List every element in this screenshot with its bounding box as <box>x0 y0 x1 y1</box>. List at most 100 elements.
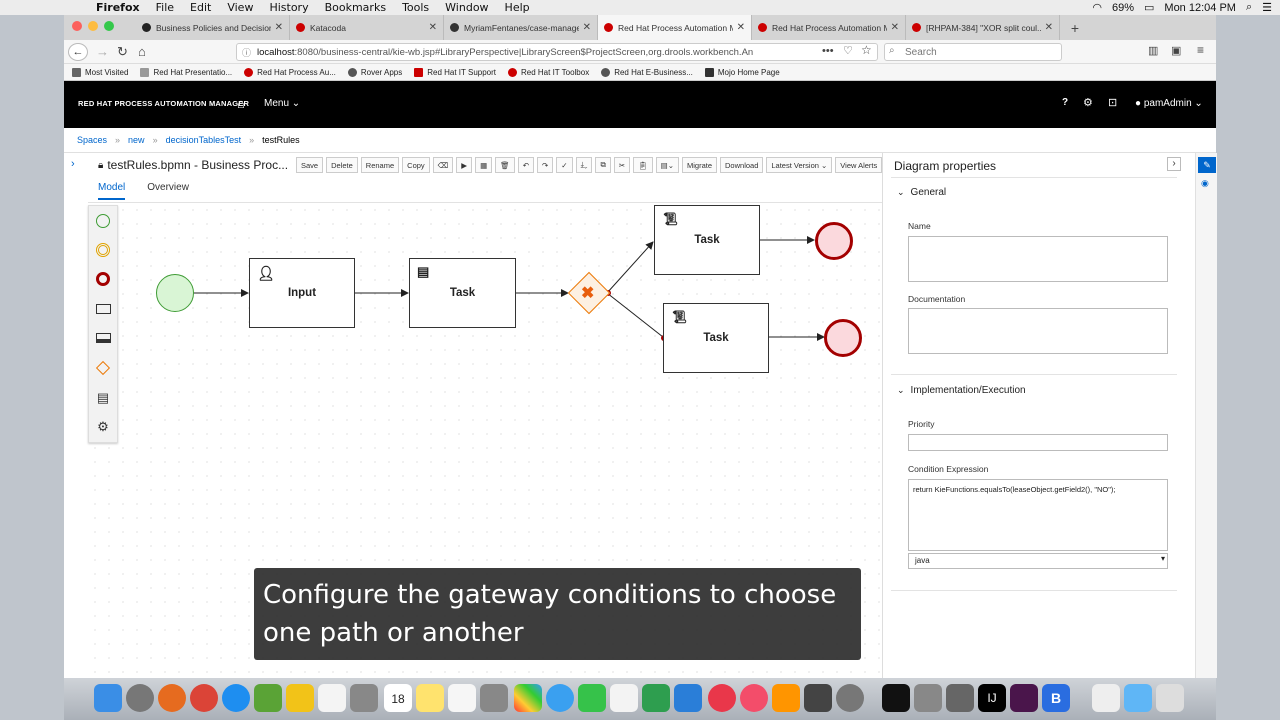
bookmark-item[interactable]: Most Visited <box>72 67 128 77</box>
app-icon[interactable] <box>946 684 974 712</box>
app-icon[interactable] <box>804 684 832 712</box>
close-tab-icon[interactable]: ✕ <box>582 22 591 33</box>
menu-help[interactable]: Help <box>504 1 530 14</box>
palette-start-event-icon[interactable] <box>89 206 117 235</box>
spotlight-icon[interactable]: ⌕ <box>1245 1 1253 13</box>
menu-file[interactable]: File <box>155 1 175 14</box>
palette-subprocess-icon[interactable] <box>89 323 117 352</box>
keynote-icon[interactable] <box>674 684 702 712</box>
bookmark-star-icon[interactable]: ☆ <box>861 43 872 57</box>
menu-view[interactable]: View <box>227 1 254 14</box>
eraser-icon[interactable]: ⌫ <box>432 157 454 173</box>
home-icon[interactable]: ⌂ <box>138 44 146 59</box>
facetime-icon[interactable] <box>578 684 606 712</box>
pocket-icon[interactable]: ♡ <box>843 45 853 57</box>
app-icon[interactable] <box>914 684 942 712</box>
launchpad-icon[interactable] <box>126 684 154 712</box>
copy-button[interactable]: Copy <box>402 157 430 173</box>
forward-icon[interactable]: → <box>96 44 109 59</box>
palette-custom-tasks-icon[interactable]: ⚙ <box>97 418 109 434</box>
browser-tab-active[interactable]: Red Hat Process Automation M...✕ <box>598 15 752 40</box>
notification-center-icon[interactable]: ☰ <box>1262 2 1272 14</box>
paste-icon[interactable]: 📋︎ <box>633 157 653 173</box>
palette-task-icon[interactable] <box>89 294 117 323</box>
main-menu[interactable]: Menu ⌄ <box>264 98 300 109</box>
sequence-flow-upper[interactable] <box>606 241 654 294</box>
gear-icon[interactable]: ⚙ <box>1083 97 1093 109</box>
section-implementation-header[interactable]: ⌄Implementation/Execution <box>897 385 1026 396</box>
chrome-icon[interactable] <box>190 684 218 712</box>
browser-tab[interactable]: Business Policies and Decision...✕ <box>136 15 290 40</box>
menu-bookmarks[interactable]: Bookmarks <box>324 1 387 14</box>
grid-icon[interactable]: ▦ <box>475 157 493 173</box>
briefcase-icon[interactable]: ⊡ <box>1108 97 1118 109</box>
palette-end-event-icon[interactable] <box>89 264 117 293</box>
app-icon[interactable]: B <box>1042 684 1070 712</box>
layout-dropdown-icon[interactable]: ▤⌄ <box>655 157 679 173</box>
name-field[interactable] <box>908 236 1168 282</box>
copy-icon[interactable]: ⧉ <box>595 157 611 173</box>
breadcrumb-space[interactable]: new <box>128 135 145 145</box>
slack-icon[interactable] <box>1010 684 1038 712</box>
books-icon[interactable] <box>772 684 800 712</box>
download-button[interactable]: Download <box>720 157 764 173</box>
breadcrumb-project[interactable]: decisionTablesTest <box>165 135 242 145</box>
minimize-window-icon[interactable] <box>88 21 98 31</box>
expand-explorer-icon[interactable]: › <box>71 158 75 170</box>
music-icon[interactable] <box>740 684 768 712</box>
battery-icon[interactable]: ▭ <box>1144 2 1155 14</box>
documents-icon[interactable] <box>1092 684 1120 712</box>
close-tab-icon[interactable]: ✕ <box>428 22 437 33</box>
start-event[interactable] <box>156 274 194 312</box>
menu-tools[interactable]: Tools <box>402 1 430 14</box>
home-icon[interactable]: ⌂ <box>237 96 245 111</box>
bookmark-item[interactable]: Red Hat E-Business... <box>601 67 693 77</box>
undo-icon[interactable]: ↶ <box>517 157 534 173</box>
rename-button[interactable]: Rename <box>360 157 400 173</box>
section-general-header[interactable]: ⌄General <box>897 187 946 198</box>
library-icon[interactable]: ▥ <box>1148 45 1159 57</box>
trash-icon[interactable] <box>1156 684 1184 712</box>
sidebar-icon[interactable]: ▣ <box>1171 45 1182 57</box>
browser-tab[interactable]: [RHPAM-384] "XOR split coul...✕ <box>906 15 1060 40</box>
bookmark-item[interactable]: Red Hat IT Support <box>414 67 496 77</box>
app-icon[interactable] <box>350 684 378 712</box>
folder-icon[interactable] <box>1124 684 1152 712</box>
close-tab-icon[interactable]: ✕ <box>1044 22 1053 33</box>
app-brand[interactable]: RED HAT PROCESS AUTOMATION MANAGER <box>78 99 250 108</box>
battery-percent[interactable]: 69% <box>1111 1 1134 14</box>
photos-icon[interactable] <box>514 684 542 712</box>
bookmark-item[interactable]: Rover Apps <box>347 67 402 77</box>
script-task-upper[interactable]: 📜︎ Task <box>654 205 760 275</box>
textedit-icon[interactable] <box>318 684 346 712</box>
priority-field[interactable] <box>908 434 1168 451</box>
play-icon[interactable]: ▶ <box>456 157 473 173</box>
search-input[interactable]: Search <box>884 43 1062 61</box>
business-rule-task[interactable]: ▤ Task <box>409 258 516 328</box>
close-window-icon[interactable] <box>72 21 82 31</box>
end-event-lower[interactable] <box>824 319 862 357</box>
browser-tab[interactable]: Red Hat Process Automation M...✕ <box>752 15 906 40</box>
tab-model[interactable]: Model <box>98 182 126 200</box>
latest-version-dropdown[interactable]: Latest Version ⌄ <box>766 157 833 173</box>
app-icon[interactable] <box>254 684 282 712</box>
browser-tab[interactable]: Katacoda✕ <box>290 15 444 40</box>
menu-history[interactable]: History <box>269 1 309 14</box>
delete-button[interactable]: Delete <box>326 157 358 173</box>
browser-tab[interactable]: MyriamFentanes/case-manage...✕ <box>444 15 598 40</box>
notes-icon[interactable] <box>416 684 444 712</box>
bookmark-item[interactable]: Mojo Home Page <box>704 67 780 77</box>
redo-icon[interactable]: ↷ <box>536 157 554 173</box>
cyberduck-icon[interactable] <box>286 684 314 712</box>
validate-icon[interactable]: ✓ <box>556 157 573 173</box>
reload-icon[interactable]: ↻ <box>117 44 128 59</box>
new-tab-icon[interactable]: + <box>1070 19 1080 36</box>
menu-edit[interactable]: Edit <box>190 1 212 14</box>
documentation-field[interactable] <box>908 308 1168 354</box>
news-icon[interactable] <box>708 684 736 712</box>
bookmark-item[interactable]: Red Hat Presentatio... <box>140 67 232 77</box>
palette-lanes-icon[interactable]: ▤ <box>96 389 110 405</box>
properties-edit-icon[interactable]: ✎ <box>1198 157 1216 173</box>
cut-icon[interactable]: ✂ <box>613 157 631 173</box>
user-task-input[interactable]: 👤︎ Input <box>249 258 355 328</box>
